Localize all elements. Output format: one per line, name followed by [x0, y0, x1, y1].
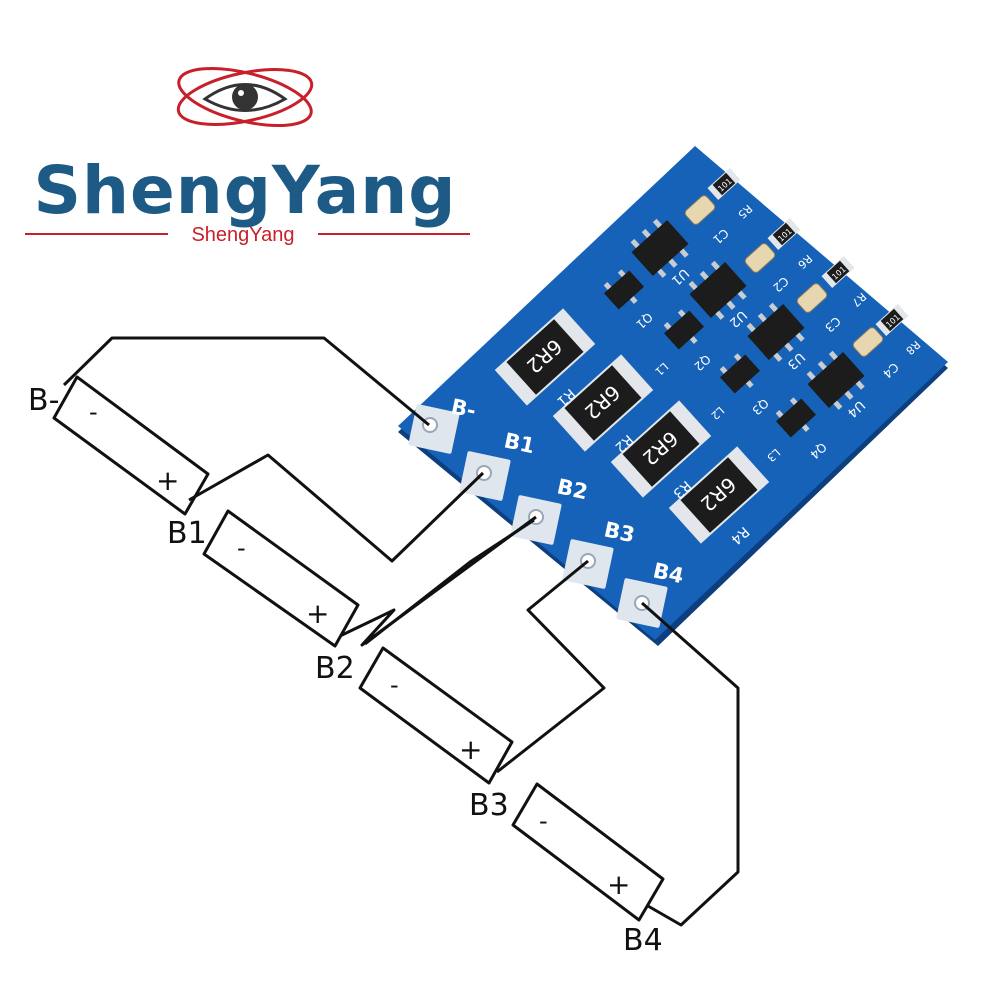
- battery-cell: - +: [52, 375, 210, 516]
- cell-plus-sign: +: [306, 597, 329, 630]
- wire-b2: [339, 515, 537, 647]
- shunt-resistor: 6R2: [494, 308, 596, 406]
- cell-minus-sign: -: [237, 534, 246, 562]
- cell-minus-sign: -: [89, 398, 98, 426]
- cell-plus-sign: +: [459, 733, 482, 766]
- capacitor: [852, 327, 884, 357]
- ic-chip: [630, 218, 689, 278]
- node-label: B-: [28, 383, 59, 418]
- transistor: [603, 269, 644, 310]
- node-label: B2: [315, 651, 355, 686]
- cell-plus-sign: +: [156, 464, 179, 497]
- battery-cell: - +: [202, 509, 360, 648]
- shunt-resistor: 6R2: [668, 446, 770, 544]
- transistor: [775, 397, 816, 438]
- wire-b-minus: [62, 336, 430, 427]
- brand-logo: ShengYang ShengYang: [25, 66, 470, 246]
- ic-chip: [688, 260, 747, 320]
- balance-board: B- B1 B2 B3 B4 6R2 6R2 6R2 6R2 R1 R2 R3: [398, 146, 948, 646]
- brand-tagline: ShengYang: [191, 224, 294, 246]
- ic-chip: [746, 302, 805, 362]
- wire-b2-tap: [364, 518, 535, 646]
- board-pad: [510, 495, 562, 545]
- ic-chip: [806, 350, 865, 410]
- wire-b3: [496, 559, 606, 774]
- capacitor: [796, 283, 828, 313]
- cell-plus-sign: +: [607, 868, 630, 901]
- board-pad: [459, 451, 511, 501]
- small-resistor: 101: [821, 256, 855, 288]
- small-resistor: 101: [875, 304, 909, 336]
- eye-orbit-icon: [176, 66, 314, 128]
- node-label: B4: [623, 923, 663, 958]
- small-resistor: 101: [767, 218, 801, 250]
- node-label: B3: [469, 788, 509, 823]
- transistor: [663, 309, 704, 350]
- small-resistor: 101: [707, 168, 741, 200]
- cell-minus-sign: -: [390, 671, 399, 699]
- capacitor: [744, 243, 776, 273]
- board-pad: [562, 539, 614, 589]
- cell-minus-sign: -: [539, 807, 548, 835]
- node-label: B1: [167, 516, 207, 551]
- capacitor: [684, 195, 716, 225]
- shunt-resistor: 6R2: [552, 354, 654, 452]
- pad-label: B-: [449, 394, 478, 423]
- wire-b1: [188, 453, 485, 563]
- battery-cell: - +: [358, 646, 514, 785]
- wiring: [62, 336, 740, 927]
- shunt-resistor: 6R2: [610, 400, 712, 498]
- battery-cell: - +: [511, 782, 665, 922]
- wire-b4: [641, 601, 740, 927]
- brand-name: ShengYang: [33, 152, 456, 229]
- transistor: [719, 353, 760, 394]
